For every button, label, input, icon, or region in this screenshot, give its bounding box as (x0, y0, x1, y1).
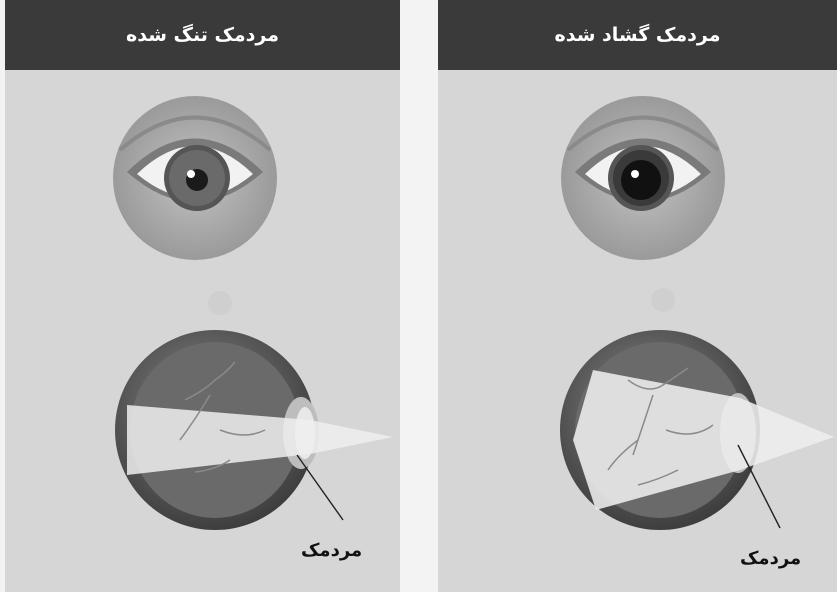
constricted-pupil-panel: مردمک تنگ شده (5, 0, 400, 592)
side-eye-view (560, 288, 834, 530)
pupil-label: مردمک (740, 548, 801, 569)
dilated-pupil-panel: مردمک گشاد شده (438, 0, 837, 592)
front-eye-view (113, 96, 277, 260)
dilated-eye-illustration (438, 0, 837, 592)
side-eye-view (115, 291, 393, 530)
front-eye-view (561, 96, 725, 260)
pupil-label: مردمک (301, 540, 362, 561)
constricted-eye-illustration (5, 0, 400, 592)
